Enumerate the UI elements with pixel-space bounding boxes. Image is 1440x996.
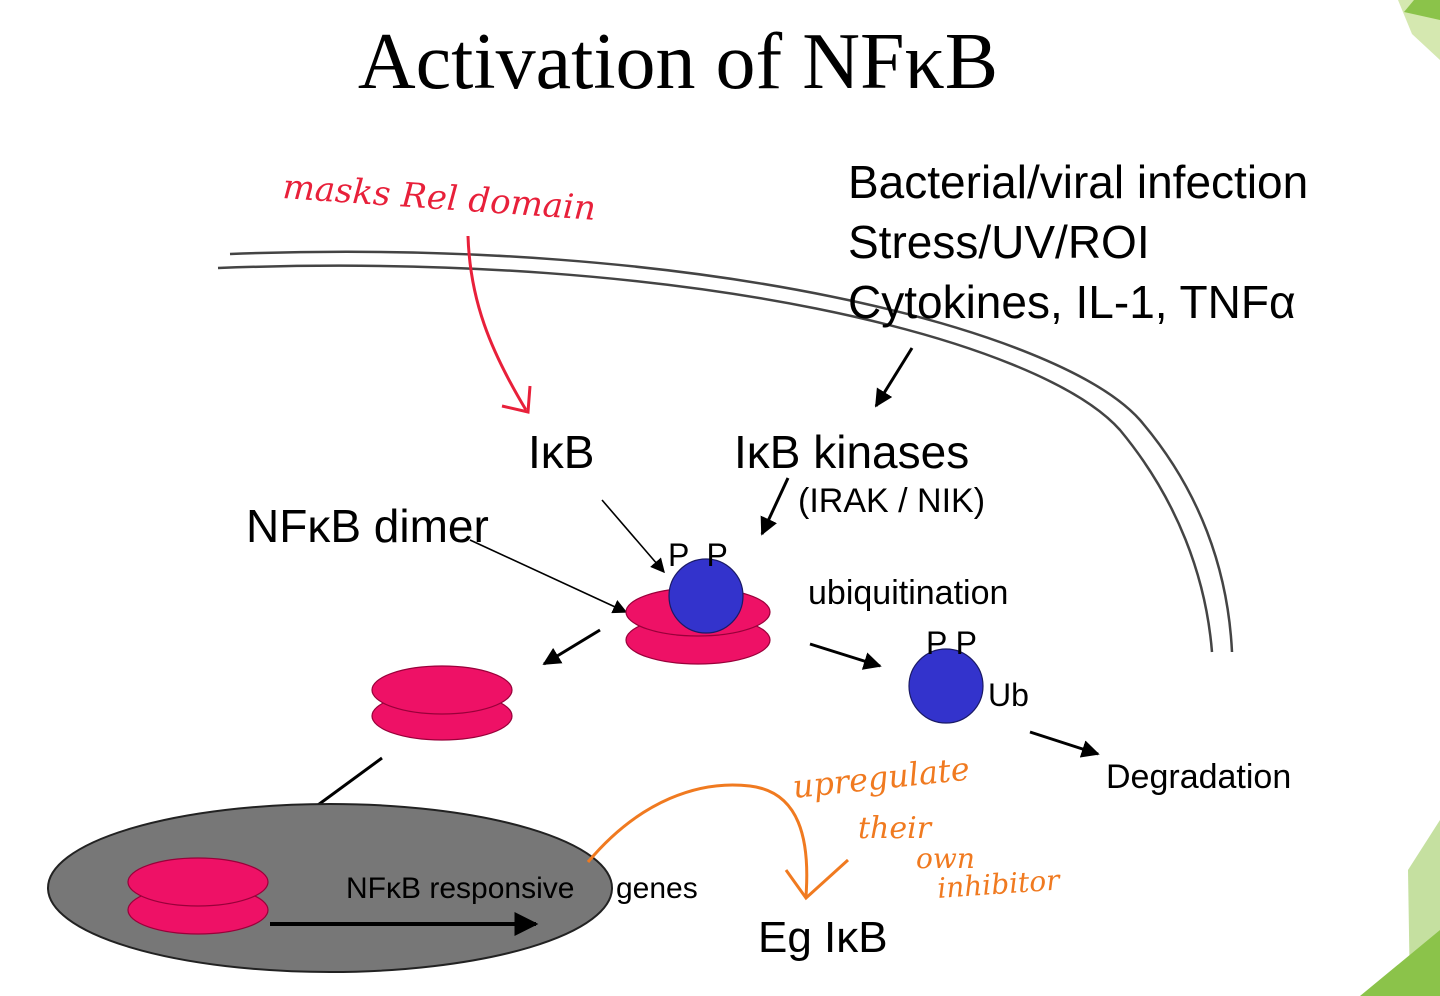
red-annotation-arrow	[466, 235, 528, 411]
arrow-ikb-to-complex	[601, 499, 665, 574]
slide-title: Activation of NFκB	[358, 18, 998, 106]
cell-membrane	[217, 250, 1234, 653]
label-ubiquitination: ubiquitination	[808, 574, 1008, 612]
label-degradation: Degradation	[1106, 758, 1291, 796]
orange-annotation-arrowhead	[784, 858, 850, 901]
nfkb-subunit	[371, 665, 513, 715]
ubiquitinated-ikb-ball	[908, 648, 984, 724]
stimulus-cytokines: Cytokines, IL-1, TNFα	[848, 276, 1296, 328]
label-responsive-genes-1: NFκB responsive	[346, 872, 574, 905]
label-responsive-genes-2: genes	[616, 872, 698, 905]
label-ikb-kinases: IκB kinases	[734, 426, 969, 478]
nfkb-subunit	[127, 857, 269, 907]
arrow-kinases-to-complex	[760, 477, 790, 536]
arrow-to-ubiquitination	[809, 642, 882, 670]
annotation-upregulate: upregulate	[791, 750, 972, 806]
label-eg-ikb: Eg IκB	[758, 913, 888, 962]
stimulus-infection: Bacterial/viral infection	[848, 156, 1308, 208]
arrow-dimer-to-complex	[469, 539, 628, 614]
arrow-stimuli-to-kinases	[874, 347, 914, 408]
stimulus-stress: Stress/UV/ROI	[848, 216, 1150, 268]
label-irak-nik: (IRAK / NIK)	[798, 482, 985, 520]
orange-annotation-curve	[586, 783, 809, 897]
ikb-ball	[668, 558, 744, 634]
annotation-own: own	[916, 842, 975, 875]
label-phospho-ub: P P	[926, 625, 977, 661]
nuclear-nfkb-dimer	[127, 857, 269, 935]
red-annotation-arrowhead	[501, 385, 532, 414]
label-ub: Ub	[988, 677, 1029, 713]
annotation-their: their	[858, 811, 933, 846]
label-phospho-complex: P P	[668, 537, 728, 573]
label-nfkb-dimer: NFκB dimer	[246, 500, 489, 552]
arrow-release-dimer	[542, 628, 601, 666]
nfkb-ikb-complex	[625, 558, 771, 665]
label-ikb: IκB	[528, 426, 594, 478]
free-nfkb-dimer	[371, 665, 513, 741]
arrow-to-degradation	[1029, 730, 1100, 758]
annotation-masks-rel-domain: masks Rel domain	[281, 167, 597, 229]
slide-corner-decoration	[1360, 0, 1440, 996]
